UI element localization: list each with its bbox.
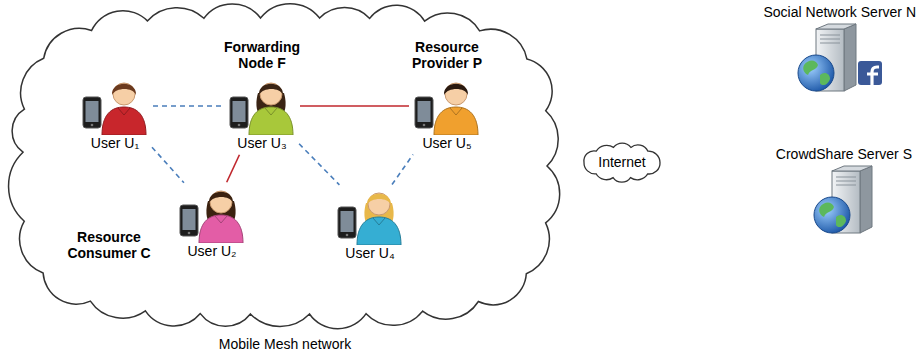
user-node: User U₁ xyxy=(80,77,150,152)
globe-land xyxy=(803,61,818,76)
server-label: Social Network Server N xyxy=(764,4,917,21)
globe-land xyxy=(820,73,830,85)
link-line xyxy=(152,147,184,183)
link-line xyxy=(300,105,409,107)
user-label: User U₃ xyxy=(227,135,297,152)
user-label: User U₁ xyxy=(80,135,150,152)
server-slot xyxy=(836,177,856,178)
person-collar xyxy=(450,108,462,115)
server-slot xyxy=(836,185,856,186)
phone-button xyxy=(423,124,426,127)
facebook-badge xyxy=(858,61,882,85)
link-line xyxy=(392,154,413,184)
user-label: User U₅ xyxy=(412,135,482,152)
phone-body xyxy=(180,205,198,236)
phone-button xyxy=(238,124,241,127)
phone-button xyxy=(188,232,191,235)
server-node: Social Network Server N xyxy=(764,4,917,95)
phone-button xyxy=(346,234,349,237)
hair-shape xyxy=(209,192,233,203)
cloud-shape xyxy=(584,143,660,182)
phone-button xyxy=(91,124,94,127)
globe-land xyxy=(836,215,846,227)
hair-shape xyxy=(367,194,391,205)
server-slot xyxy=(820,35,840,36)
phone-body xyxy=(338,207,356,238)
server-side xyxy=(860,166,872,233)
role-label: Forwarding Node F xyxy=(214,39,310,71)
user-node: User U₄ xyxy=(335,187,405,262)
link-line xyxy=(153,105,224,107)
server-icon xyxy=(794,21,886,95)
globe xyxy=(814,197,850,233)
hair-shape xyxy=(259,84,283,95)
facebook-mark xyxy=(867,67,879,85)
phone-screen xyxy=(341,211,354,232)
internet-cloud: Internet xyxy=(578,141,666,184)
cloud-label: Internet xyxy=(598,154,645,171)
server-label: CrowdShare Server S xyxy=(776,146,912,163)
role-label: Resource Provider P xyxy=(399,39,495,71)
server-slot xyxy=(820,43,840,44)
globe-land xyxy=(819,203,834,218)
user-icon xyxy=(335,187,405,245)
server-top xyxy=(816,24,856,29)
phone-screen xyxy=(86,101,99,122)
hair-shape xyxy=(444,84,468,95)
person-collar xyxy=(215,216,227,223)
link-line xyxy=(299,144,339,185)
phone-body xyxy=(230,97,248,128)
user-node: Resource Consumer CUser U₂ xyxy=(177,185,247,260)
person-body xyxy=(434,107,478,135)
phone-body xyxy=(83,97,101,128)
user-icon xyxy=(80,77,150,135)
phone-screen xyxy=(418,101,431,122)
phone-body xyxy=(415,97,433,128)
user-icon xyxy=(177,185,247,243)
phone-screen xyxy=(233,101,246,122)
role-label: Resource Consumer C xyxy=(61,229,157,261)
network-label: Mobile Mesh network xyxy=(0,336,570,353)
server-side xyxy=(844,24,856,91)
user-label: User U₂ xyxy=(177,243,247,260)
phone-screen xyxy=(183,209,196,230)
user-label: User U₄ xyxy=(335,245,405,262)
server-node: CrowdShare Server S xyxy=(776,146,912,237)
server-icon xyxy=(810,163,878,237)
globe xyxy=(798,55,834,91)
user-icon xyxy=(412,77,482,135)
link-line xyxy=(227,155,240,183)
person-collar xyxy=(265,108,277,115)
person-body xyxy=(199,215,243,243)
person-body xyxy=(249,107,293,135)
person-collar xyxy=(373,218,385,225)
person-collar xyxy=(118,108,130,115)
user-node: Resource Provider PUser U₅ xyxy=(412,77,482,152)
person-body xyxy=(357,217,401,245)
cloud-shape xyxy=(9,4,560,329)
person-body xyxy=(102,107,146,135)
user-node: Forwarding Node FUser U₃ xyxy=(227,77,297,152)
hair-shape xyxy=(112,84,136,95)
server-slot xyxy=(820,39,840,40)
user-icon xyxy=(227,77,297,135)
server-top xyxy=(832,166,872,171)
server-slot xyxy=(836,181,856,182)
mesh-cloud: Mobile Mesh network User U₁ Forwarding Nod… xyxy=(0,0,570,354)
